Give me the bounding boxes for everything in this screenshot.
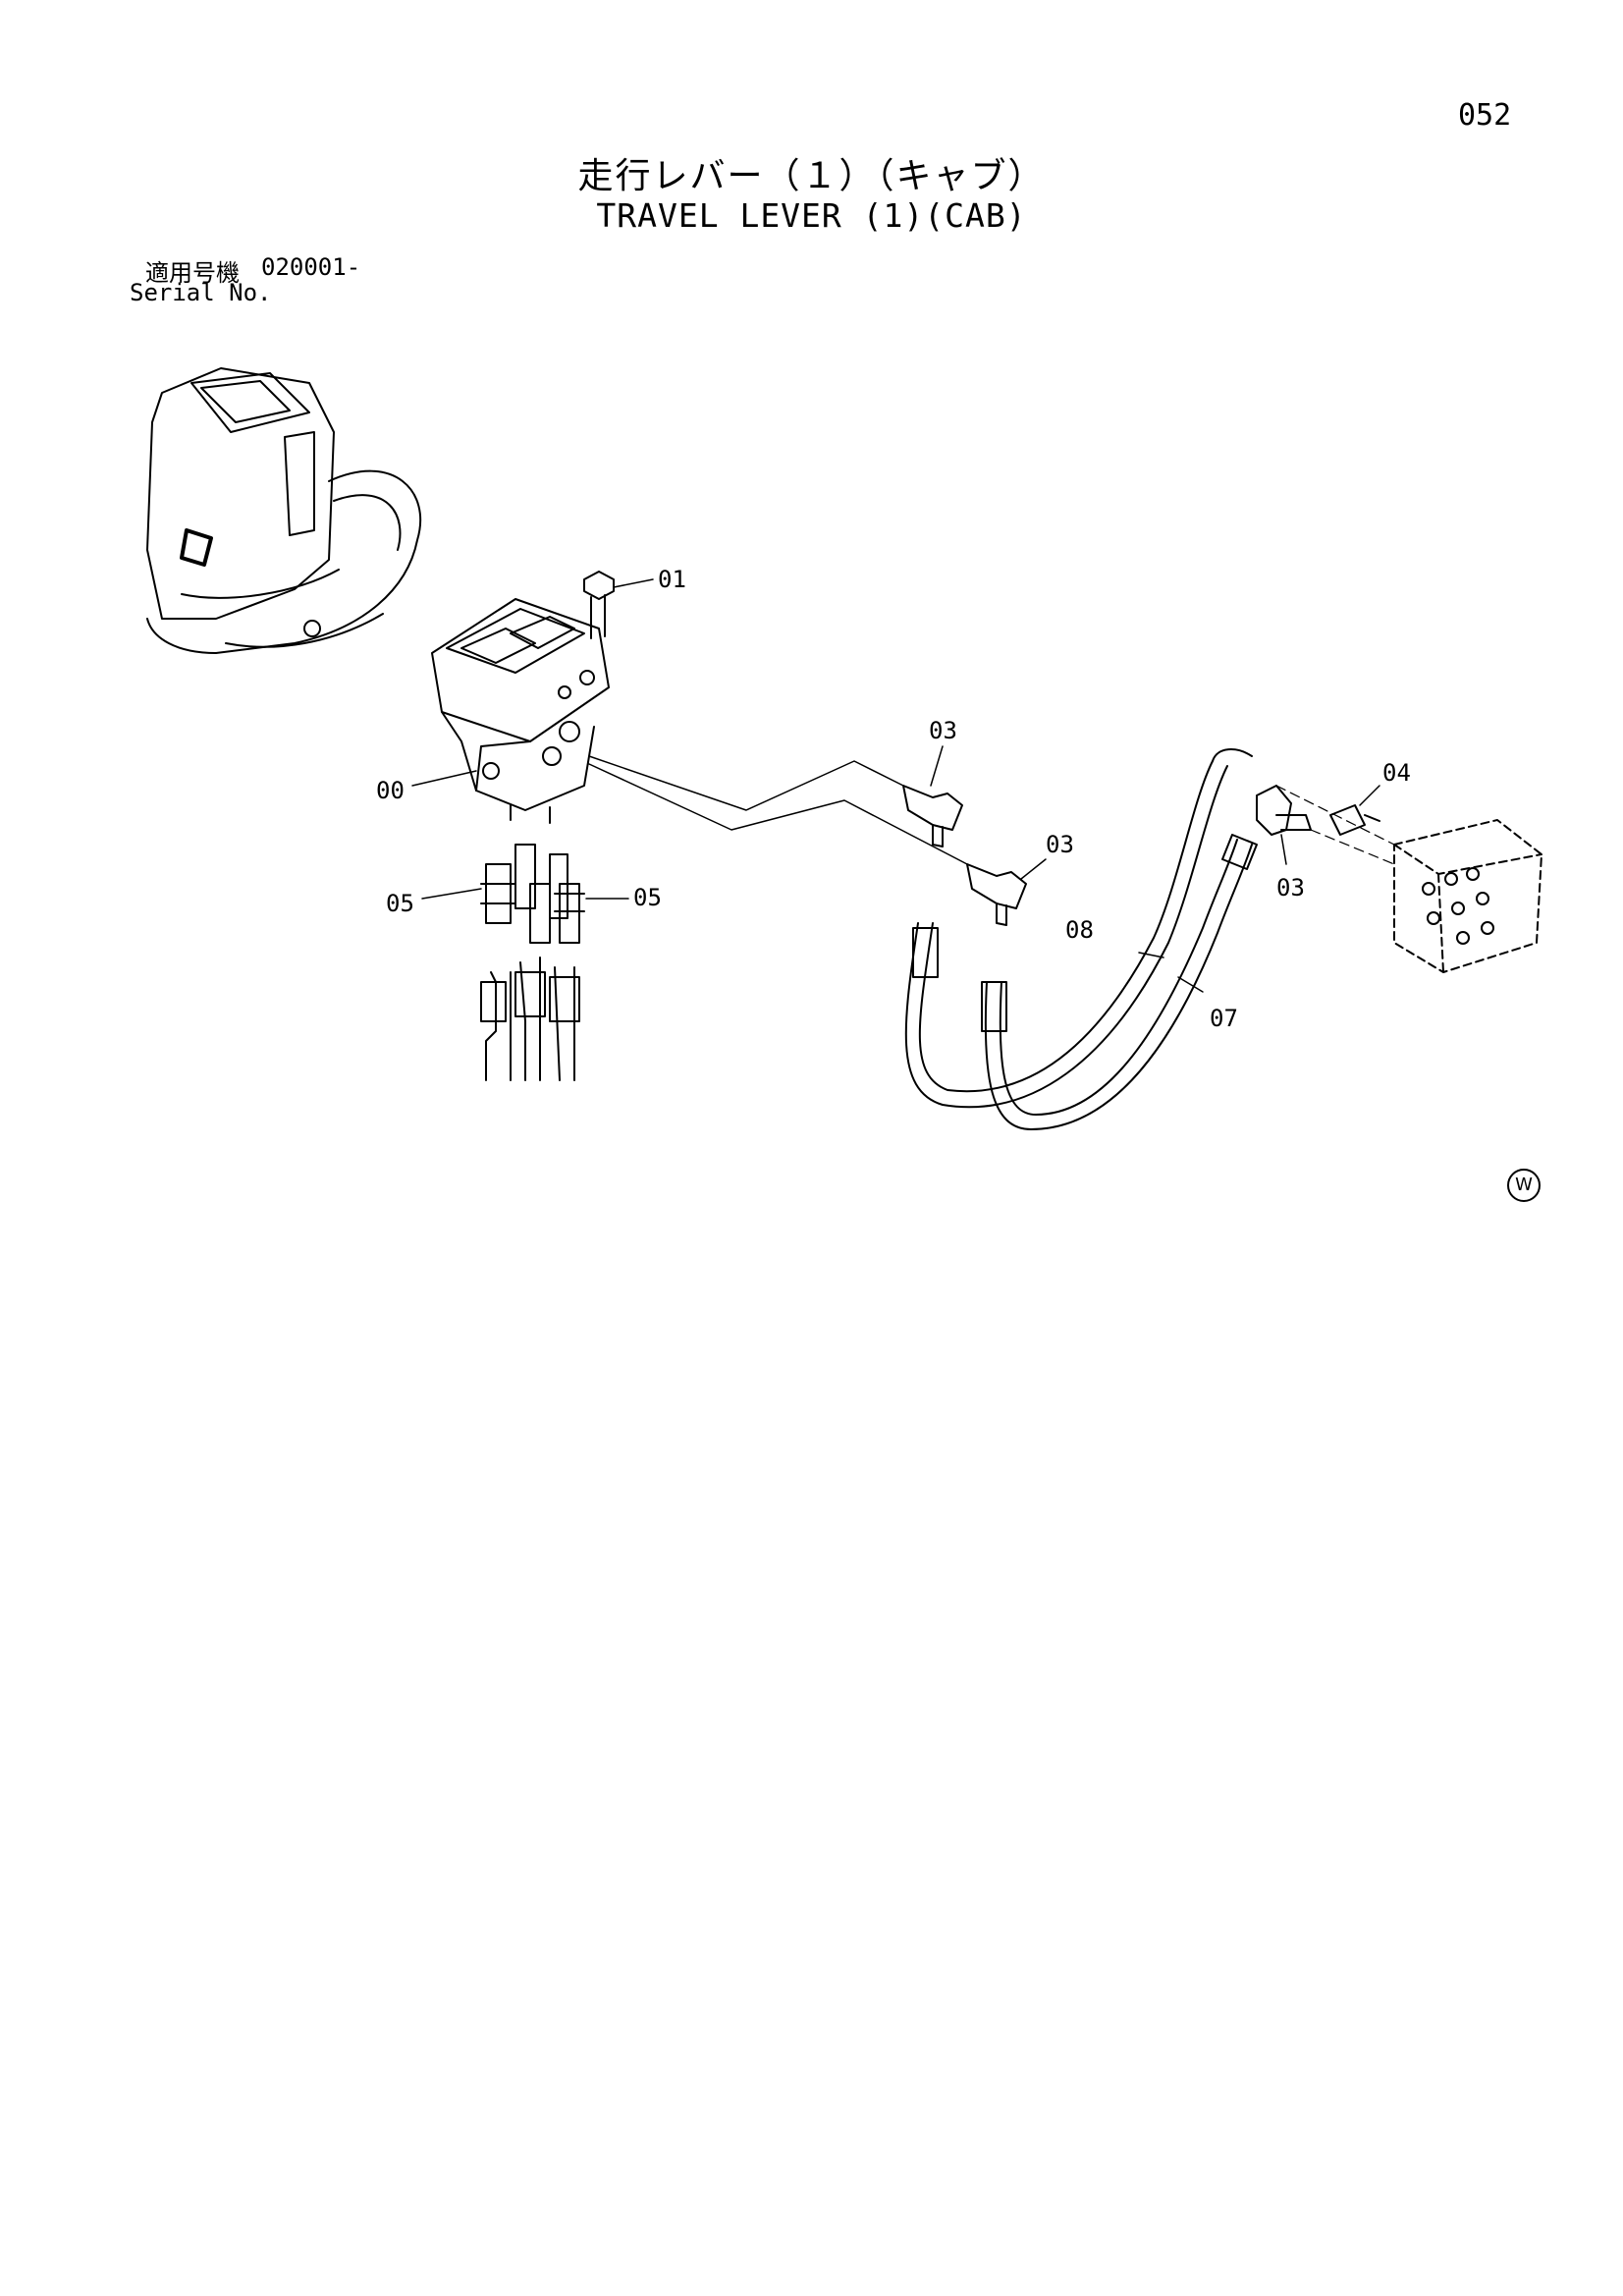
- fitting-04: [1329, 804, 1380, 836]
- callout-03-middle: 03: [1046, 831, 1074, 858]
- callout-leaders: [411, 578, 1380, 993]
- elbow-fitting-03-right: [1256, 785, 1312, 836]
- callout-03-right: 03: [1276, 874, 1305, 902]
- serial-label-japanese: 適用号機: [145, 259, 240, 287]
- corner-w-mark: W: [1507, 1169, 1541, 1202]
- elbow-fitting-03-middle: [966, 863, 1027, 926]
- connection-guide-lines: [1275, 785, 1395, 865]
- page-title-english: TRAVEL LEVER (1)(CAB): [596, 196, 1027, 235]
- callout-01: 01: [658, 566, 686, 593]
- callout-03-upper: 03: [929, 717, 957, 744]
- callout-05-left: 05: [386, 890, 414, 917]
- elbow-fitting-03-upper: [902, 785, 963, 847]
- page-title-japanese: 走行レバー（１）（キャブ）: [577, 156, 1046, 196]
- callout-08: 08: [1065, 916, 1094, 944]
- excavator-overview-illustration: [146, 367, 422, 654]
- page-number: 052: [1458, 98, 1512, 133]
- fittings-05-group: [480, 844, 585, 1081]
- hose-08: [904, 748, 1253, 1109]
- hose-07: [981, 834, 1258, 1130]
- serial-label-english: Serial No.: [130, 279, 272, 306]
- callout-07: 07: [1210, 1005, 1238, 1032]
- travel-pilot-valve: [431, 598, 610, 824]
- callout-04: 04: [1382, 759, 1411, 787]
- control-valve-block: [1393, 819, 1542, 973]
- pilot-line: [588, 755, 968, 865]
- callout-00: 00: [376, 777, 405, 804]
- callout-05-right: 05: [633, 884, 662, 911]
- serial-range: 020001-: [261, 253, 361, 281]
- bolt-01: [583, 571, 615, 639]
